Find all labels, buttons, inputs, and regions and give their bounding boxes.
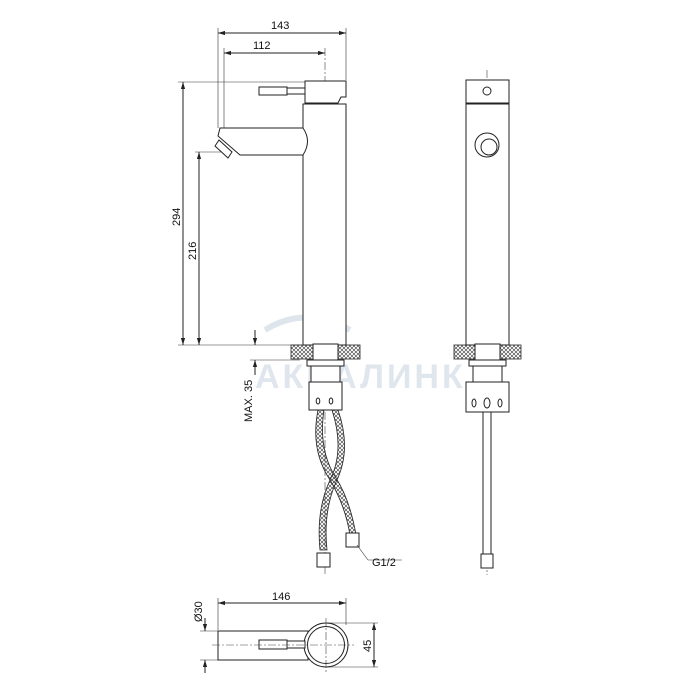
aerator (214, 139, 233, 159)
dim-spout-height: 216 (187, 242, 199, 260)
lever-handle (258, 86, 288, 96)
dim-spout-diameter: Ø30 (193, 601, 205, 622)
faucet-body (302, 103, 347, 346)
side-hose (482, 411, 492, 555)
dim-total-height: 294 (171, 208, 183, 226)
side-view (453, 70, 522, 575)
mounting-nut (312, 343, 339, 361)
dim-top-length: 146 (272, 591, 290, 603)
top-view: 146 Ø30 45 (193, 591, 378, 673)
connection-label: G1/2 (372, 557, 396, 569)
dim-max-counter: MAX. 35 (243, 380, 255, 422)
dim-body-diameter: 45 (362, 640, 374, 652)
dim-overall-width: 143 (271, 20, 289, 32)
dim-spout-reach: 112 (253, 40, 271, 52)
hose-nut-left (316, 552, 331, 568)
hose-nut-right (345, 532, 360, 548)
side-cap (465, 79, 510, 104)
side-lever (474, 132, 500, 158)
shank (308, 381, 343, 411)
lever-cap (304, 80, 347, 104)
hose-left (318, 409, 345, 551)
svg-text:АКВАЛИНК: АКВАЛИНК (255, 358, 466, 396)
spout (217, 127, 308, 156)
front-view: 143 112 294 216 MAX. 35 G1/ (171, 20, 402, 575)
